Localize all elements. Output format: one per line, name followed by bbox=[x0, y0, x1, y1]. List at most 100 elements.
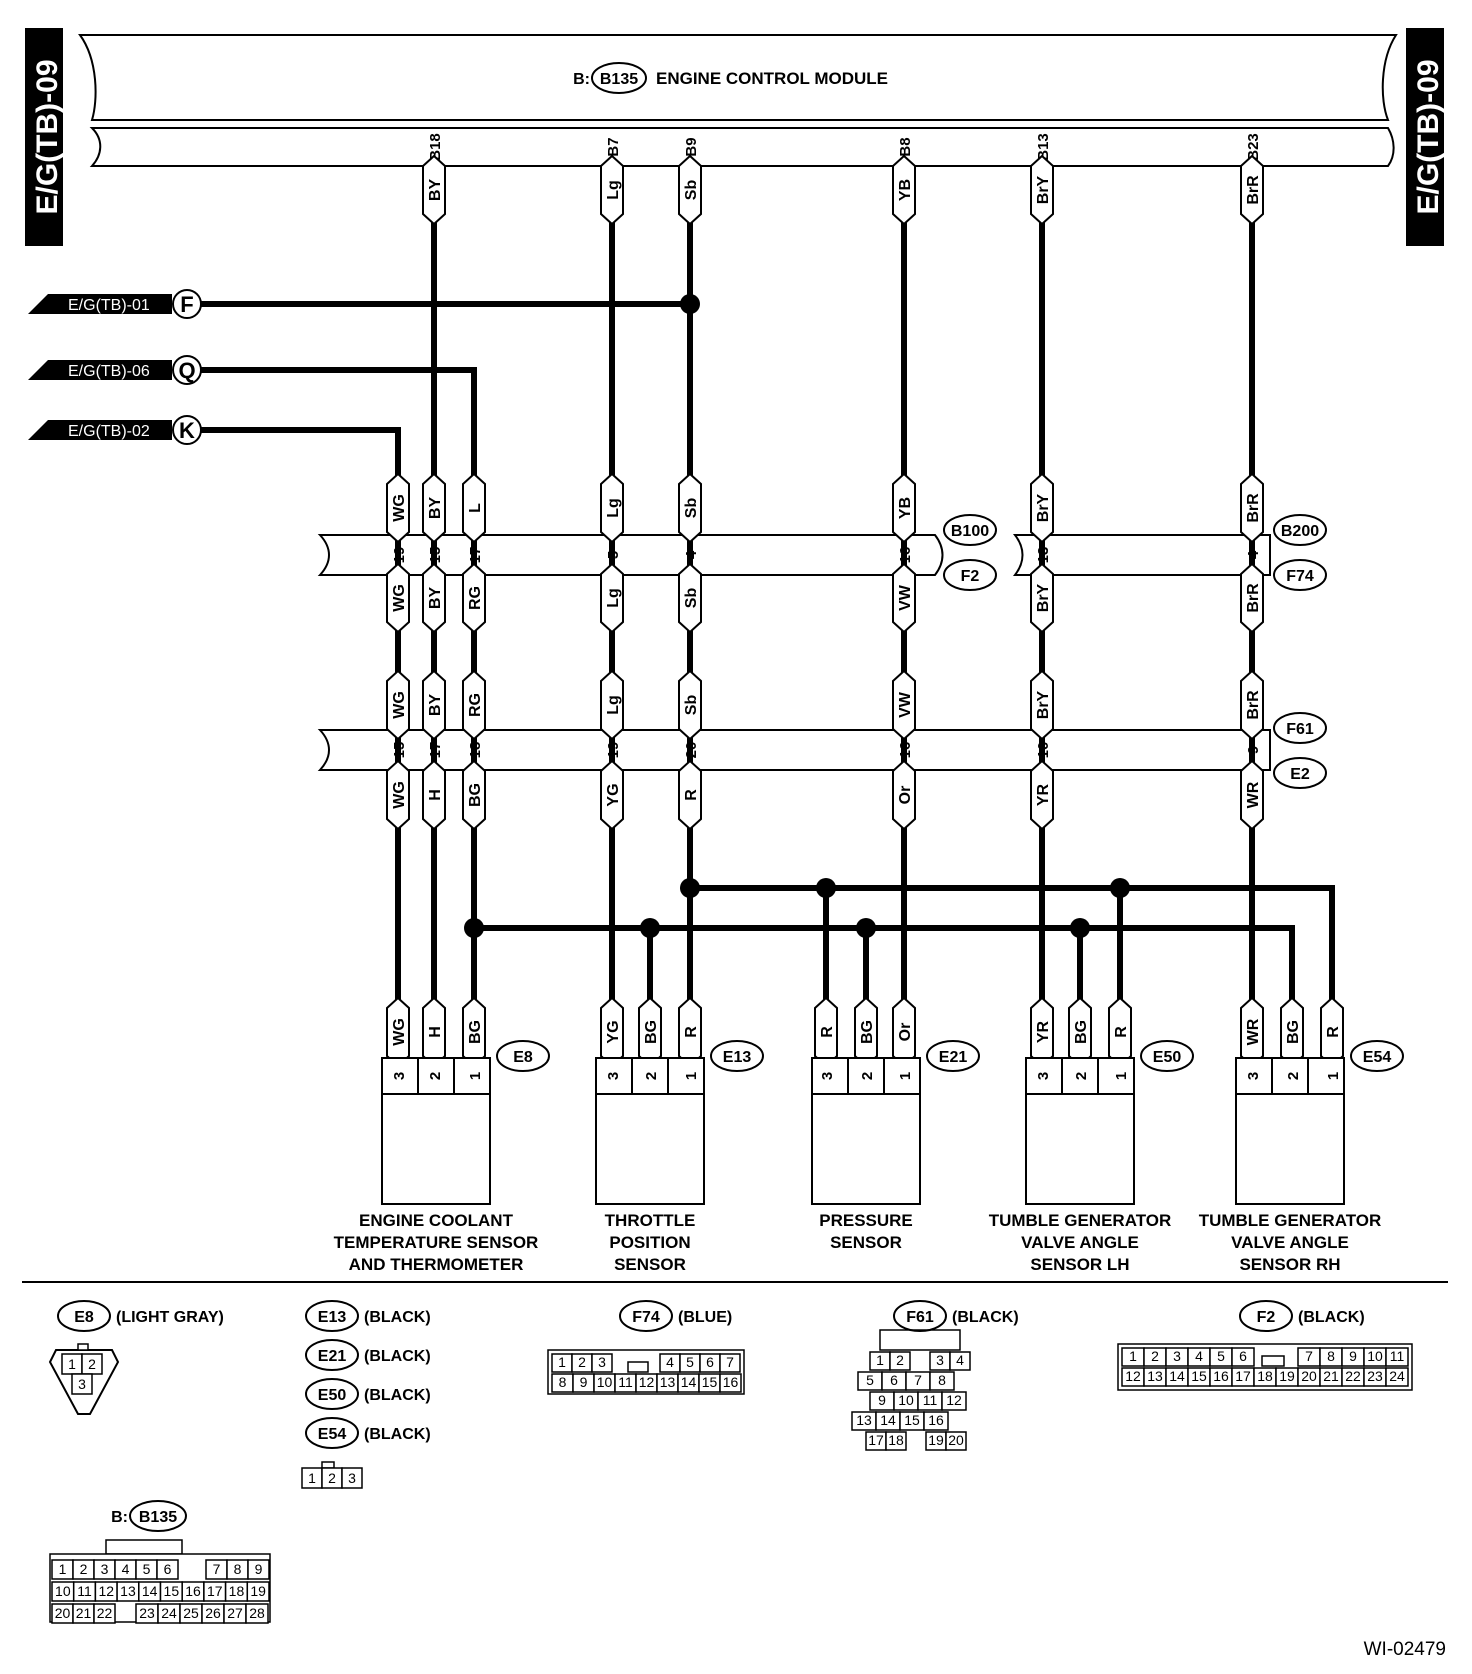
pin-cell: 3 bbox=[1173, 1348, 1181, 1364]
sensor-wire-tag-text: BG bbox=[467, 1020, 484, 1044]
conn1-top-wire-tag-text: YB bbox=[897, 497, 914, 519]
conn2-bottom-wire-tag-text: WG bbox=[391, 781, 408, 809]
conn2-bottom-wire-tag: R bbox=[678, 759, 702, 831]
ecm-wire-tag-text: BY bbox=[427, 179, 444, 202]
conn-label-f74: F74 bbox=[1273, 559, 1327, 591]
sensor-code-label-text: E21 bbox=[939, 1049, 968, 1066]
conn2-top-wire-tag-text: BrY bbox=[1035, 690, 1052, 719]
conn2-top-wire-tag: Sb bbox=[678, 669, 702, 741]
sensor-pin: 1 bbox=[467, 1072, 484, 1080]
page-tag-left-label: E/G(TB)-09 bbox=[31, 59, 64, 214]
sensor-pin: 2 bbox=[427, 1072, 444, 1080]
conn2-bottom-wire-tag: H bbox=[422, 759, 446, 831]
sensor-pin: 3 bbox=[391, 1072, 408, 1080]
conn1-bottom-wire-tag: Sb bbox=[678, 562, 702, 634]
conn1-bottom-wire-tag-text: RG bbox=[467, 586, 484, 610]
legend-color: (BLACK) bbox=[364, 1309, 431, 1326]
legend-color: (BLACK) bbox=[364, 1348, 431, 1365]
conn1-top-wire-tag-text: BY bbox=[427, 497, 444, 520]
conn-label-f61-text: F61 bbox=[1286, 721, 1314, 738]
conn2-pin: 9 bbox=[1245, 746, 1262, 754]
pin-cell: 27 bbox=[227, 1605, 243, 1621]
conn1-bottom-wire-tag: BY bbox=[422, 562, 446, 634]
pin-cell: 4 bbox=[1195, 1348, 1203, 1364]
pin-cell: 13 bbox=[120, 1583, 136, 1599]
ecm-wire-tag: BrY bbox=[1030, 154, 1054, 226]
sensor-name-line: TEMPERATURE SENSOR bbox=[334, 1233, 539, 1252]
conn1-top-wire-tag: L bbox=[462, 472, 486, 544]
conn1-bottom-wire-tag: BrY bbox=[1030, 562, 1054, 634]
legend-code-f61: F61 bbox=[893, 1300, 947, 1332]
conn2-pin: 19 bbox=[605, 742, 622, 759]
conn2-top-wire-tag: BrY bbox=[1030, 669, 1054, 741]
conn1-bottom-wire-tag-text: Sb bbox=[683, 588, 700, 609]
sensor-wire-tag: BG bbox=[1068, 996, 1092, 1068]
conn1-bottom-wire-tag-text: WG bbox=[391, 584, 408, 612]
sensor-code-label: E54 bbox=[1350, 1040, 1404, 1072]
sensor-wire-tag: WG bbox=[386, 996, 410, 1068]
pin-cell: 16 bbox=[185, 1583, 201, 1599]
pin-cell: 11 bbox=[618, 1374, 633, 1390]
conn1-bottom-wire-tag-text: BY bbox=[427, 587, 444, 610]
sensor-wire-tag: R bbox=[1320, 996, 1344, 1068]
pin-cell: 2 bbox=[80, 1561, 88, 1577]
conn2-bottom-wire-tag: WG bbox=[386, 759, 410, 831]
conn2-top-wire-tag-text: WG bbox=[391, 691, 408, 719]
pin-cell: 22 bbox=[97, 1605, 113, 1621]
pin-cell: 14 bbox=[142, 1583, 158, 1599]
sensor-wire-tag-text: BG bbox=[1285, 1020, 1302, 1044]
pin-cell: 15 bbox=[164, 1583, 180, 1599]
ecm-pin-b8: B8 bbox=[897, 137, 914, 156]
legend-code-b135-text: B135 bbox=[139, 1509, 177, 1526]
sensor-pin: 3 bbox=[1245, 1072, 1262, 1080]
ecm-pin-b23: B23 bbox=[1245, 133, 1262, 161]
ecm-wire-tag-text: YB bbox=[897, 179, 914, 201]
sensor-name-line: POSITION bbox=[609, 1233, 690, 1252]
legend-code-f2: F2 bbox=[1239, 1300, 1293, 1332]
page-tag-right: E/G(TB)-09 bbox=[1406, 28, 1445, 246]
ref-page-text: E/G(TB)-06 bbox=[68, 363, 150, 380]
connector-band-1 bbox=[317, 534, 1271, 576]
pin-cell: 3 bbox=[598, 1354, 606, 1370]
pin-cell: 15 bbox=[1191, 1368, 1207, 1384]
pin-cell: 8 bbox=[1327, 1348, 1335, 1364]
conn1-bottom-wire-tag-text: BrR bbox=[1245, 583, 1262, 613]
pin-cell: 16 bbox=[928, 1412, 944, 1428]
legend-code-b135: B135 bbox=[129, 1500, 187, 1532]
sensor-name-line: SENSOR bbox=[614, 1255, 686, 1274]
conn2-bottom-wire-tag-text: WR bbox=[1245, 781, 1262, 808]
pin-cell: 17 bbox=[1235, 1368, 1251, 1384]
sensor-code-label-text: E54 bbox=[1363, 1049, 1392, 1066]
sensor-wire-tag-text: YG bbox=[605, 1020, 622, 1043]
sensor-pin: 2 bbox=[859, 1072, 876, 1080]
legend-code-e8-text: E8 bbox=[74, 1309, 94, 1326]
ecm-wire-tag: BY bbox=[422, 154, 446, 226]
sensor-wire-tag: BG bbox=[638, 996, 662, 1068]
conn2-top-wire-tag: RG bbox=[462, 669, 486, 741]
ecm-wire-tag-text: Sb bbox=[683, 180, 700, 201]
sensor-pin: 2 bbox=[643, 1072, 660, 1080]
pin-cell: 2 bbox=[328, 1470, 336, 1486]
conn-label-b100-text: B100 bbox=[951, 523, 989, 540]
legend-code-e13-text: E13 bbox=[318, 1309, 347, 1326]
pin-cell: 13 bbox=[660, 1374, 676, 1390]
sensor-wire-tag: H bbox=[422, 996, 446, 1068]
pin-cell: 15 bbox=[702, 1374, 718, 1390]
legend-color: (BLACK) bbox=[952, 1309, 1019, 1326]
conn1-pin: 15 bbox=[427, 547, 444, 564]
sensor-name-line: ENGINE COOLANT bbox=[359, 1211, 514, 1230]
conn2-top-wire-tag-text: Sb bbox=[683, 695, 700, 716]
pin-cell: 3 bbox=[101, 1561, 109, 1577]
conn-label-b100: B100 bbox=[943, 514, 997, 546]
sensor-wire-tag-text: R bbox=[1113, 1026, 1130, 1038]
pin-cell: 8 bbox=[938, 1372, 946, 1388]
